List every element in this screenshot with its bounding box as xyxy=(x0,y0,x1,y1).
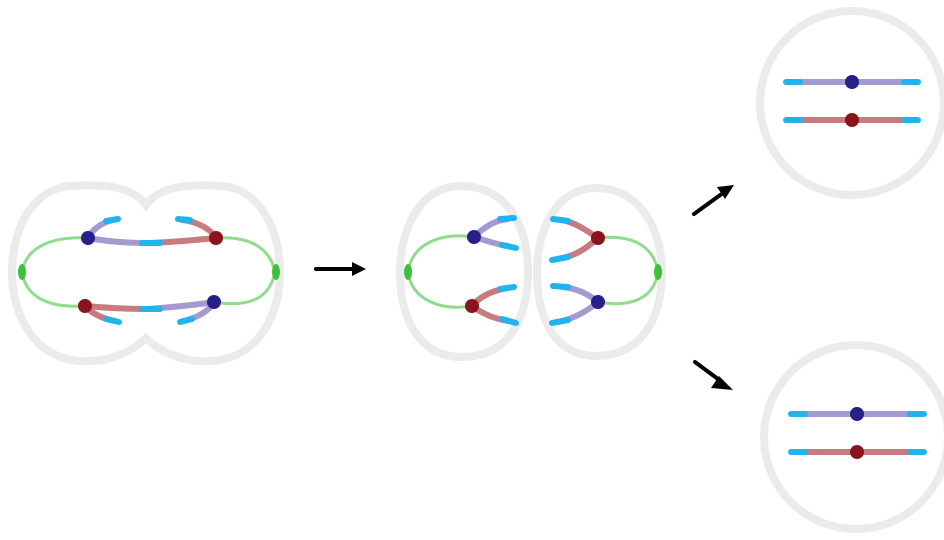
centromere xyxy=(591,295,605,309)
spindle-fiber xyxy=(597,235,660,273)
centromere xyxy=(850,407,864,421)
arrow-right xyxy=(314,262,366,276)
telomere xyxy=(550,216,571,224)
telomere xyxy=(499,316,519,326)
spindle-fiber xyxy=(215,236,277,273)
arrow-down-right xyxy=(693,360,733,390)
telomere xyxy=(549,317,571,326)
centromere xyxy=(78,299,92,313)
spindle-fiber xyxy=(406,271,473,309)
chromatid-arm xyxy=(85,235,151,246)
centromere xyxy=(209,231,223,245)
resulting-nucleus-bottom xyxy=(760,341,944,533)
cell-membrane xyxy=(395,181,533,362)
telomere xyxy=(497,284,517,292)
cell-membrane xyxy=(7,181,285,366)
spindle-fiber xyxy=(213,271,277,306)
spindle-pole xyxy=(654,264,662,280)
spindle-fiber xyxy=(597,271,660,306)
centromere xyxy=(845,113,859,127)
centromere xyxy=(81,231,95,245)
centromere xyxy=(845,75,859,89)
telomere xyxy=(549,254,571,263)
resulting-nucleus-top xyxy=(756,7,944,199)
telomere xyxy=(103,216,121,224)
dividing-cell xyxy=(7,181,285,366)
centromere xyxy=(465,299,479,313)
telomere xyxy=(175,216,193,223)
centromere xyxy=(591,231,605,245)
cell-membrane xyxy=(756,7,944,199)
telomere xyxy=(499,242,519,251)
spindle-fiber xyxy=(20,236,89,273)
spindle-pole-right xyxy=(272,264,280,280)
cell-membrane xyxy=(760,341,944,533)
cell-membrane xyxy=(532,183,667,361)
spindle-pole xyxy=(404,264,412,280)
arrow-up-right xyxy=(692,185,734,216)
telomere xyxy=(550,283,571,290)
spindle-fiber xyxy=(406,234,475,273)
centromere xyxy=(850,445,864,459)
centromere xyxy=(467,230,481,244)
daughter-cells xyxy=(395,181,667,362)
spindle-pole-left xyxy=(18,264,26,280)
centromere xyxy=(207,295,221,309)
telomere xyxy=(177,316,195,325)
telomere xyxy=(497,215,517,222)
telomere xyxy=(103,316,122,325)
chromatid-arm xyxy=(82,303,149,312)
spindle-fiber xyxy=(20,271,85,308)
